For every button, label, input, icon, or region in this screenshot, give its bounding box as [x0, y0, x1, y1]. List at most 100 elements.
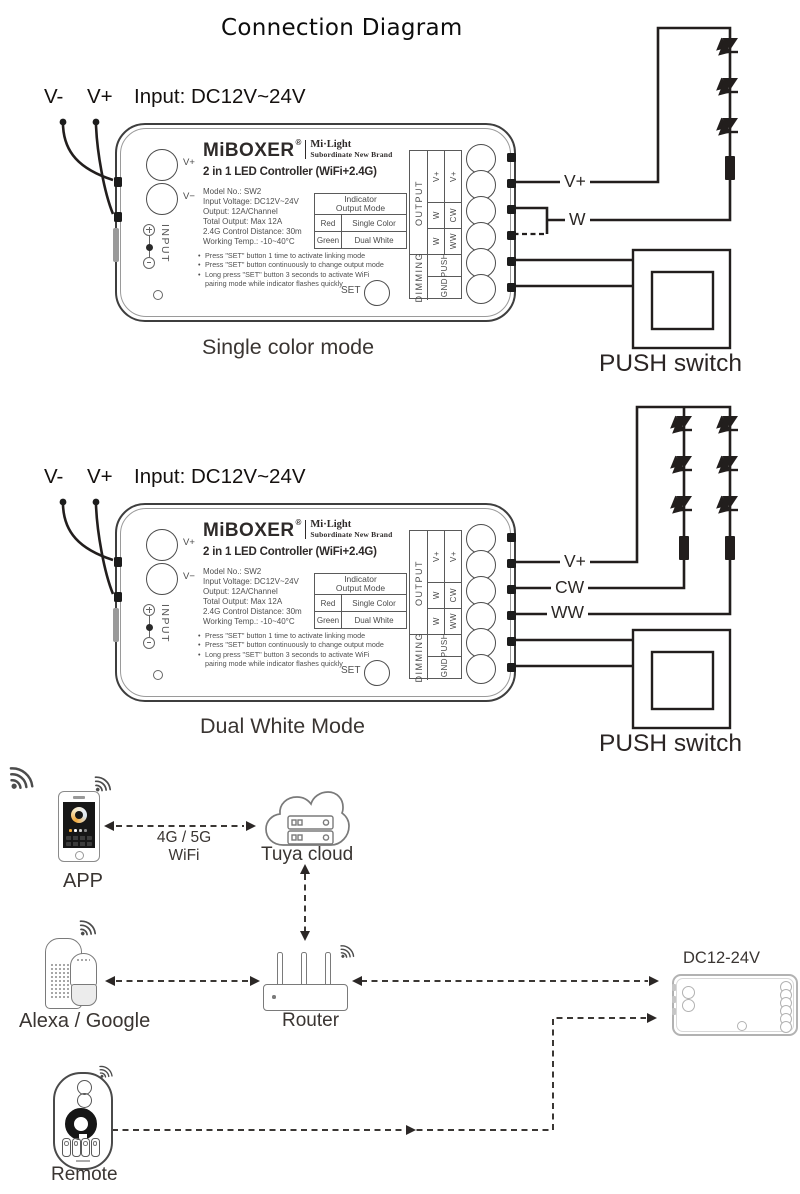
app-label: APP: [63, 870, 104, 892]
terminal-label: W: [431, 617, 441, 626]
terminal-table: OUTPUT DIMMING V+ V+ W CW W WW PUSH GND: [409, 150, 462, 303]
input-dots-2: [59, 498, 100, 506]
power-label: DC12-24V: [683, 949, 761, 967]
dimming-section-label: DIMMING: [413, 632, 424, 683]
corner-wifi-icon: [0, 762, 38, 799]
product-title: 2 in 1 LED Controller (WiFi+2.4G): [203, 166, 377, 178]
input-terminal: [682, 999, 695, 1012]
terminal-label: CW: [448, 208, 458, 223]
instruction-item: Long press "SET" button 3 seconds to act…: [198, 650, 377, 669]
indicator-mode-table: Indicator Output Mode Red Single Color G…: [314, 193, 407, 249]
spec-list: Model No.: SW2 Input Voltage: DC12V~24V …: [203, 187, 302, 246]
app-button-row: [66, 836, 92, 840]
router-antenna: [301, 952, 307, 988]
jack-pin-icon: [145, 624, 153, 631]
wire-label-vplus-2: V+: [560, 550, 590, 572]
app-button-row: [66, 842, 92, 846]
router-antenna: [277, 952, 283, 988]
wire-port: [507, 663, 516, 672]
led-controller-single: V+ V− INPUT MiBOXER ® Mi·Light Subordina…: [113, 123, 516, 322]
instruction-item: Press "SET" button continuously to chang…: [198, 640, 403, 650]
wire-port: [507, 585, 516, 594]
resistor: [725, 156, 735, 180]
router-antenna: [325, 952, 331, 988]
speaker-top: [70, 953, 97, 986]
jack-pin-icon: [145, 244, 153, 251]
mode-label-single: Single color mode: [202, 335, 375, 359]
mode-dots: [69, 829, 89, 832]
phone-speaker: [73, 796, 85, 799]
speaker-grille: [50, 963, 70, 999]
vplus-terminal: [146, 149, 178, 181]
registered-mark: ®: [295, 518, 302, 527]
table-row: Red Single Color: [315, 595, 406, 612]
iot-links: [112, 825, 648, 1131]
input-wire-vminus: [61, 124, 114, 182]
input-wire-port: [114, 557, 122, 567]
instruction-item: Press "SET" button 1 time to activate li…: [198, 251, 403, 261]
vplus-terminal-label: V+: [183, 157, 195, 168]
spec-line: Total Output: Max 12A: [203, 216, 283, 226]
wire-port: [507, 179, 516, 188]
remote-brand-mark: [76, 1160, 90, 1162]
brand-logo: MiBOXER ® Mi·Light Subordinate New Brand: [203, 518, 393, 541]
remote-label: Remote: [51, 1164, 118, 1185]
input-terminal: [682, 986, 695, 999]
indicator-led: [153, 290, 163, 300]
input-wire-vminus: [61, 504, 114, 562]
vplus-ww-loop: [505, 405, 732, 616]
edge-tick: [672, 984, 676, 991]
terminal-table: OUTPUT DIMMING V+ V+ W CW W WW PUSH GND: [409, 530, 462, 683]
input-vplus-label-2: V+: [87, 465, 113, 488]
output-section-label: OUTPUT: [413, 179, 424, 226]
color-temp-wheel: [71, 807, 87, 823]
conn-line-1: 4G / 5G: [156, 829, 212, 846]
wire-label-ww: WW: [547, 601, 589, 623]
brand-logo: MiBOXER ® Mi·Light Subordinate New Brand: [203, 138, 393, 161]
iot-arrowheads: [104, 821, 659, 1135]
google-speaker: [70, 953, 97, 1007]
remote-zone-button: [90, 1138, 100, 1157]
input-voltage-label-1: Input: DC12V~24V: [134, 85, 306, 108]
home-button: [75, 851, 84, 860]
input-wire-port: [114, 177, 122, 187]
input-label: INPUT: [159, 604, 171, 643]
wire-label-w: W: [565, 208, 590, 230]
spec-line: Input Voltage: DC12V~24V: [203, 196, 299, 206]
indicator-header-1: Indicator: [344, 193, 377, 204]
output-section-label: OUTPUT: [413, 559, 424, 606]
indicator-color: Green: [315, 612, 342, 628]
terminal-label: W: [431, 591, 441, 600]
output-terminal: [780, 1021, 792, 1033]
wire-port: [507, 637, 516, 646]
wire-port: [507, 533, 516, 542]
single-mode-wiring: [61, 26, 732, 288]
rf-remote: [53, 1072, 113, 1170]
brand-name: MiBOXER: [203, 140, 295, 161]
cloud-label: Tuya cloud: [261, 844, 354, 865]
indicator-header-2: Output Mode: [335, 583, 386, 593]
input-vplus-label-1: V+: [87, 85, 113, 108]
spec-line: Input Voltage: DC12V~24V: [203, 576, 299, 586]
terminal-label: GND: [440, 277, 449, 298]
spec-line: Total Output: Max 12A: [203, 596, 283, 606]
indicator-mode-table: Indicator Output Mode Red Single Color G…: [314, 573, 407, 629]
indicator-mode: Dual White: [354, 615, 394, 625]
speaker-wifi-icon: [73, 917, 99, 942]
brand-name: MiBOXER: [203, 520, 295, 541]
speaker-mic-dots: [76, 958, 90, 963]
router-wifi-icon: [334, 942, 357, 964]
spec-line: Working Temp.: -10~40°C: [203, 616, 295, 626]
set-button-label: SET: [341, 285, 361, 296]
input-voltage-label-2: Input: DC12V~24V: [134, 465, 306, 488]
jack-minus-icon: [143, 637, 155, 649]
vminus-terminal-label: V−: [183, 191, 195, 202]
sub-brand: Mi·Light Subordinate New Brand: [305, 139, 392, 159]
terminal-label: W: [431, 211, 441, 220]
terminal-label: CW: [448, 588, 458, 603]
terminal-label: V+: [431, 550, 441, 562]
input-wire-vplus: [94, 124, 115, 215]
vminus-terminal: [146, 183, 178, 215]
w-bracket: [505, 206, 549, 234]
terminal-label: GND: [440, 657, 449, 678]
